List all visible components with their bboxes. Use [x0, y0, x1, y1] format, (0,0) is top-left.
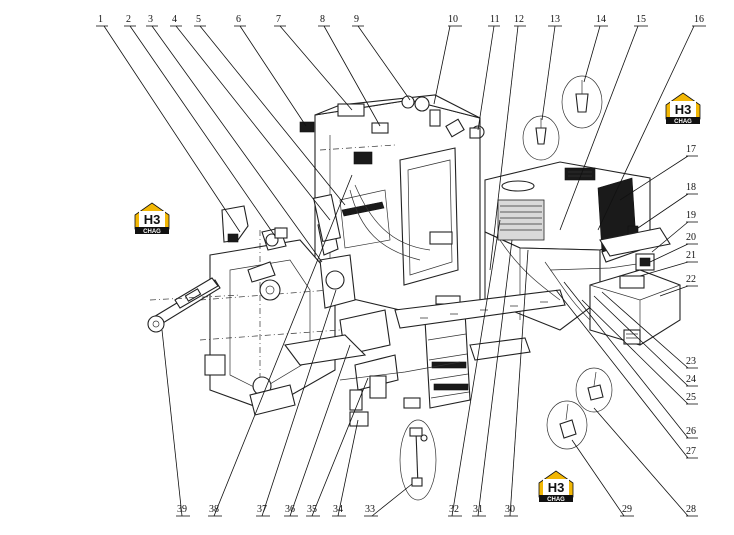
right-side-components [599, 225, 671, 289]
brand-logo: H3 CHAG [665, 92, 701, 125]
callout-label: 9 [354, 14, 359, 25]
callout-label: 8 [320, 14, 325, 25]
logo-word: CHAG [143, 229, 161, 235]
callout-label: 38 [209, 504, 219, 515]
sensor-detail-28 [575, 367, 613, 413]
callout-labels-right: 17 18 19 20 21 22 23 24 25 26 27 28 [686, 144, 696, 515]
steering-cylinder [147, 277, 241, 333]
callout-label: 5 [196, 14, 201, 25]
roof-light [337, 103, 365, 117]
callout-label: 30 [505, 504, 515, 515]
callout-label: 23 [686, 356, 696, 367]
callout-label: 10 [448, 14, 458, 25]
callout-label: 24 [686, 374, 696, 385]
hydraulic-lines [349, 184, 651, 321]
callout-lines [96, 25, 706, 517]
callout-label: 27 [686, 446, 696, 457]
callout-label: 13 [550, 14, 560, 25]
callout-label: 16 [694, 14, 704, 25]
callout-label: 3 [148, 14, 153, 25]
logo-word: CHAG [674, 119, 692, 125]
callout-labels-bottom: 29 30 31 32 33 34 35 36 37 38 39 [177, 504, 632, 515]
callout-label: 37 [257, 504, 267, 515]
callout-label: 7 [276, 14, 281, 25]
callout-label: 2 [126, 14, 131, 25]
callout-label: 36 [285, 504, 295, 515]
callout-label: 11 [490, 14, 500, 25]
front-frame [199, 230, 341, 416]
callout-label: 17 [686, 144, 696, 155]
callout-label: 26 [686, 426, 696, 437]
callout-label: 29 [622, 504, 632, 515]
sensor-detail-29 [546, 400, 588, 450]
undercarriage [284, 289, 566, 381]
callout-label: 34 [333, 504, 343, 515]
callout-label: 32 [449, 504, 459, 515]
logo-mark: H3 [675, 102, 692, 117]
callout-label: 19 [686, 210, 696, 221]
callout-label: 39 [177, 504, 187, 515]
callout-label: 28 [686, 504, 696, 515]
callout-label: 25 [686, 392, 696, 403]
callout-label: 6 [236, 14, 241, 25]
brand-logo: H3 CHAG [538, 470, 574, 503]
callout-label: 35 [307, 504, 317, 515]
callout-label: 14 [596, 14, 606, 25]
callout-label: 21 [686, 250, 696, 261]
ladder [424, 311, 471, 409]
callout-label: 22 [686, 274, 696, 285]
logo-mark: H3 [548, 480, 565, 495]
callout-label: 15 [636, 14, 646, 25]
work-lights [522, 75, 603, 161]
radiator-grille [497, 199, 545, 241]
logo-mark: H3 [144, 212, 161, 227]
brand-logo: H3 CHAG [134, 202, 170, 235]
callout-label: 33 [365, 504, 375, 515]
callout-label: 20 [686, 232, 696, 243]
logo-word: CHAG [547, 497, 565, 503]
callout-labels-top: 1 2 3 4 5 6 7 8 9 10 11 12 13 14 15 16 [98, 14, 704, 25]
callout-label: 18 [686, 182, 696, 193]
callout-label: 1 [98, 14, 103, 25]
callout-label: 4 [172, 14, 177, 25]
loader-drawing [147, 75, 681, 501]
callout-label: 31 [473, 504, 483, 515]
front-mount-brackets [221, 205, 288, 251]
harness-detail-33 [399, 419, 437, 501]
callout-label: 12 [514, 14, 524, 25]
